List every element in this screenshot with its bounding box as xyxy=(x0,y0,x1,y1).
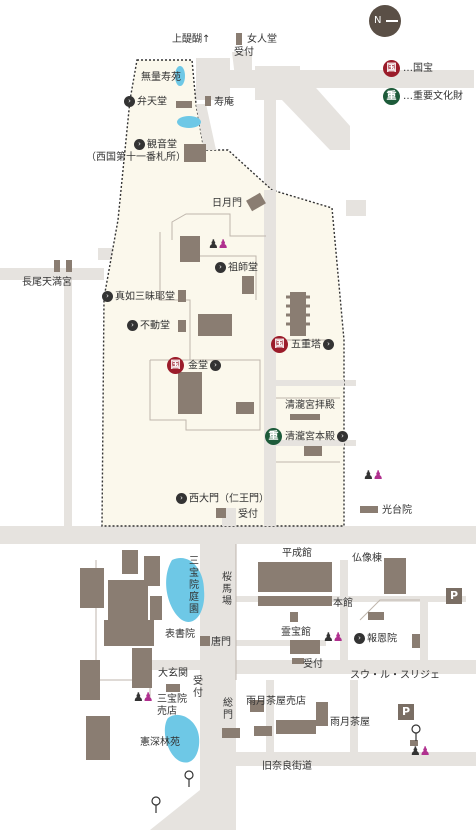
link-fudodo[interactable]: ›不動堂 xyxy=(127,320,170,333)
arrow-icon: › xyxy=(176,493,187,504)
label-kannondo-sub: （西国第十一番札所） xyxy=(86,152,186,163)
link-shinnyo[interactable]: ›真如三昧耶堂 xyxy=(102,291,175,304)
label-reihokan: 霊宝館 xyxy=(281,627,311,638)
label-uketsuke-sanboin: 受付 xyxy=(193,676,203,699)
label-ogenkan: 大玄関 xyxy=(158,668,188,679)
link-bentendo[interactable]: ›弁天堂 xyxy=(124,96,167,109)
kokuho-kondo-icon: 国 xyxy=(167,357,184,374)
legend-juyo-text: …重要文化財 xyxy=(403,91,463,102)
label-somon: 総門 xyxy=(223,698,233,721)
parking-icon: P xyxy=(446,588,462,604)
arrow-icon: › xyxy=(127,320,138,331)
arrow-icon: › xyxy=(210,360,221,371)
buildings xyxy=(54,33,420,760)
arrow-icon: › xyxy=(124,96,135,107)
link-soshido[interactable]: ›祖師堂 xyxy=(215,262,258,275)
link-seiryu-honden[interactable]: 清瀧宮本殿› xyxy=(285,431,348,444)
label-nagaotenmangu: 長尾天満宮 xyxy=(22,277,72,288)
label-muryojuen: 無量寿苑 xyxy=(141,72,181,83)
label-heiseikan: 平成館 xyxy=(282,548,312,559)
legend-kokuho-icon: 国 xyxy=(383,60,400,77)
link-gojunoto[interactable]: 五重塔› xyxy=(291,339,334,352)
restroom-icon: ♟♟ xyxy=(208,237,229,251)
label-juan: 寿庵 xyxy=(214,97,234,108)
kokuho-gojunoto-icon: 国 xyxy=(271,336,288,353)
restroom-icon: ♟♟ xyxy=(323,630,344,644)
link-kondo[interactable]: 金堂› xyxy=(188,360,221,373)
label-kenshinrin: 憲深林苑 xyxy=(140,737,180,748)
label-kodaiin: 光台院 xyxy=(382,505,412,516)
label-sakura-baba: 桜馬場 xyxy=(222,572,232,607)
label-kyunara: 旧奈良街道 xyxy=(262,761,312,772)
arrow-icon: › xyxy=(215,262,226,273)
pin-icon xyxy=(151,796,161,813)
label-nichigetsumon: 日月門 xyxy=(212,198,242,209)
label-uketsuke-top: 受付 xyxy=(234,47,254,58)
label-uketsuke-reihokan: 受付 xyxy=(303,659,323,670)
label-ugetsu-chaya: 雨月茶屋 xyxy=(330,717,370,728)
label-omoteshoin: 表書院 xyxy=(165,629,195,640)
restroom-icon: ♟♟ xyxy=(363,468,384,482)
arrow-icon: › xyxy=(134,139,145,150)
link-hoonin[interactable]: ›報恩院 xyxy=(354,633,397,646)
pin-icon xyxy=(411,724,421,741)
label-seiryu-haiden: 清瀧宮拝殿 xyxy=(285,400,335,411)
ponds xyxy=(164,66,205,763)
label-sweets: スウ・ル・スリジェ xyxy=(350,670,440,681)
label-uketsuke-gate: 受付 xyxy=(238,509,258,520)
restroom-icon: ♟♟ xyxy=(410,744,431,758)
inner-walls xyxy=(95,213,420,700)
precinct-boundary xyxy=(101,59,345,527)
label-butsuzoto: 仏像棟 xyxy=(352,553,382,564)
label-nyonindo: 女人堂 xyxy=(247,34,277,45)
label-kamidaigo: 上醍醐↑ xyxy=(172,34,211,45)
north-compass-icon: N xyxy=(369,5,401,37)
link-kannondo[interactable]: ›観音堂 xyxy=(134,139,177,152)
label-sanboin-baiten: 三宝院売店 xyxy=(157,694,187,717)
arrow-icon: › xyxy=(354,633,365,644)
label-karamon: 唐門 xyxy=(211,637,231,648)
pagoda-tiers xyxy=(286,295,310,326)
legend-juyo-icon: 重 xyxy=(383,88,400,105)
legend-kokuho-text: …国宝 xyxy=(403,63,433,74)
label-honkan: 本館 xyxy=(333,598,353,609)
link-saidaimon[interactable]: ›西大門（仁王門） xyxy=(176,493,269,506)
restroom-icon: ♟♟ xyxy=(133,690,154,704)
label-ugetsu-baiten: 雨月茶屋売店 xyxy=(246,696,306,707)
label-sanboin-teien: 三宝院庭園 xyxy=(189,556,199,615)
arrow-icon: › xyxy=(102,291,113,302)
pin-icon xyxy=(184,770,194,787)
parking-icon: P xyxy=(398,704,414,720)
arrow-icon: › xyxy=(337,431,348,442)
arrow-icon: › xyxy=(323,339,334,350)
juyo-seiryu-icon: 重 xyxy=(265,428,282,445)
